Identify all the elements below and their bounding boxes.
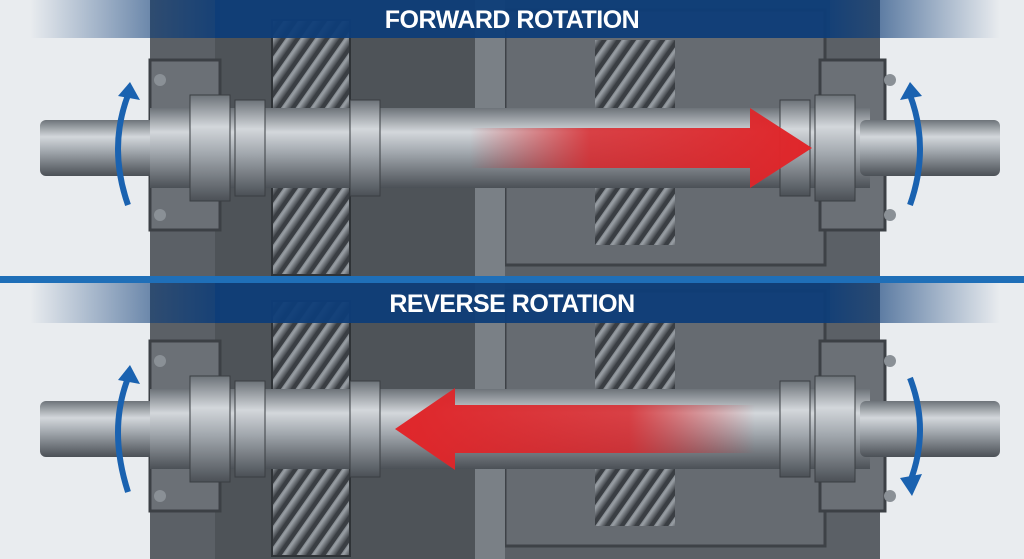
blue-rotation-arrow-right-icon <box>907 93 923 206</box>
forward-title: FORWARD ROTATION <box>385 6 639 34</box>
reverse-banner <box>215 283 830 323</box>
blue-rotation-arrow-right-icon <box>907 376 923 484</box>
reverse-title: REVERSE ROTATION <box>389 290 634 318</box>
arrowhead-icon <box>900 82 922 100</box>
forward-panel: FORWARD ROTATION <box>30 0 1002 281</box>
blue-rotation-arrow-left-icon <box>115 376 131 493</box>
arrowhead-icon <box>118 365 140 384</box>
red-arrow-left-icon <box>395 388 755 470</box>
panel-divider <box>0 276 1024 283</box>
red-arrow-right-icon <box>470 108 812 188</box>
blue-rotation-arrow-left-icon <box>115 93 131 206</box>
banner-fade-right <box>830 283 1000 323</box>
reverse-panel: REVERSE ROTATION <box>30 283 1002 559</box>
arrowhead-icon <box>900 474 922 496</box>
banner-fade-left <box>30 0 220 38</box>
arrowhead-icon <box>118 82 140 100</box>
forward-banner <box>215 0 830 38</box>
banner-fade-right <box>830 0 1000 38</box>
banner-fade-left <box>30 283 220 323</box>
